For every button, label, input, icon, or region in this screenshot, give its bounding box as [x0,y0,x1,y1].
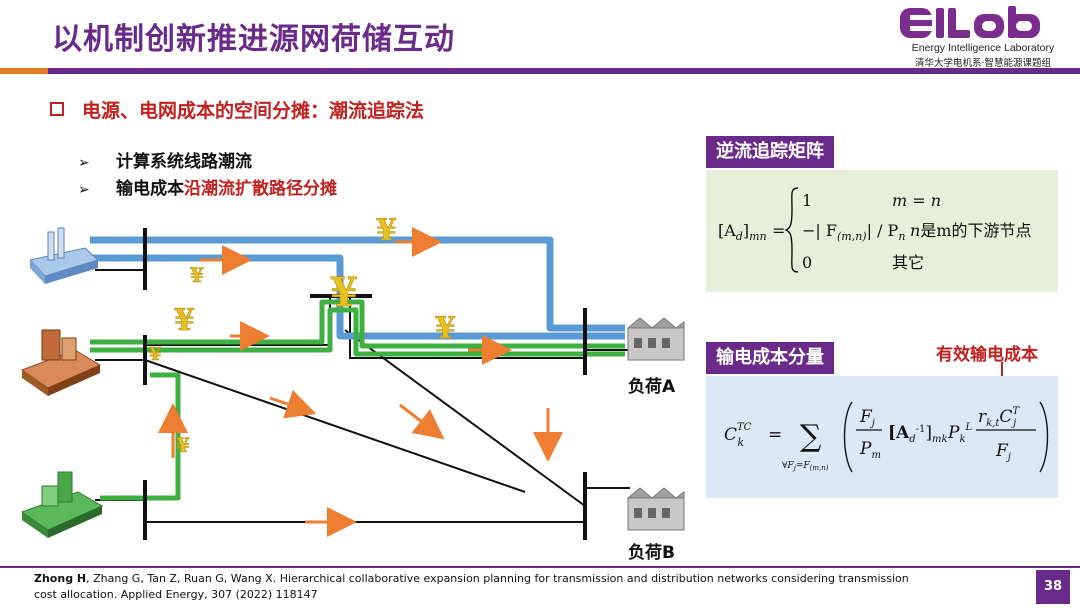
green-flow-path [90,307,625,357]
green-flow-path [100,372,181,501]
yen-icon: ¥ [190,263,204,287]
header-accent [0,68,48,74]
svg-text:0: 0 [802,253,812,272]
svg-text:−| F(m,n)| / Pn: −| F(m,n)| / Pn [802,221,905,243]
svg-text:Fj: Fj [859,407,875,429]
svg-text:m = n: m = n [892,191,941,210]
bullet-list: ➢ 计算系统线路潮流 ➢ 输电成本沿潮流扩散路径分摊 [78,147,337,201]
reference-citation: Zhong H, Zhang G, Tan Z, Ruan G, Wang X.… [34,571,934,603]
load-b-label: 负荷B [628,543,675,563]
arrow-bullet-icon: ➢ [78,155,90,171]
panel-title-reverse-tracing: 逆流追踪矩阵 [706,136,834,168]
footer-divider [0,566,1080,568]
svg-text:n是m的下游节点: n是m的下游节点 [910,221,1032,240]
citation-first-author: Zhong H [34,572,87,585]
reverse-tracing-matrix-box: [Ad]mn = 1 m = n −| F(m,n)| / Pn n是m的下游节… [706,170,1058,292]
brace-icon [784,187,799,273]
power-flow-diagram: ¥ ¥ ¥ ¥ ¥ ¥ ¥ [20,213,685,540]
bullet-item: ➢ 计算系统线路潮流 [78,147,337,174]
line-segment [344,329,586,507]
citation-text: , Zhang G, Tan Z, Ruan G, Wang X. Hierar… [34,572,909,601]
page-title: 以机制创新推进源网荷储互动 [52,22,455,57]
svg-text:∑: ∑ [800,419,822,454]
yen-icon: ¥ [174,303,195,338]
buses [143,228,587,540]
square-bullet-icon [50,102,64,116]
svg-text:[Ad-1]mk: [Ad-1]mk [888,423,948,445]
effective-transmission-cost-label: 有效输电成本 [936,345,1038,365]
bullet-text: 计算系统线路潮流 [116,152,252,172]
blue-flow-path [90,236,625,332]
green-flow [90,299,625,501]
load-icon-b [626,487,685,531]
header-divider [0,68,1080,74]
yen-symbols: ¥ ¥ ¥ ¥ ¥ ¥ ¥ [149,213,456,458]
equals-sign: = [772,221,785,240]
reverse-tracing-formula: [Ad]mn = 1 m = n −| F(m,n)| / Pn n是m的下游节… [718,187,1032,273]
eilab-logo-mark [900,6,1040,38]
arrow-bullet-icon: ➢ [78,182,90,198]
eilab-logo: Energy Intelligence Laboratory 清华大学电机系·智… [894,2,1072,69]
line-segment [144,359,526,493]
svg-text:Fj: Fj [995,441,1011,463]
svg-text:其它: 其它 [892,253,924,272]
load-icon-a [626,317,685,361]
flow-arrow [399,403,445,440]
logo-english-name: Energy Intelligence Laboratory [911,42,1055,54]
yen-icon: ¥ [376,213,397,248]
paren-left-icon [843,401,853,473]
bullet-item: ➢ 输电成本沿潮流扩散路径分摊 [78,174,337,201]
logo-chinese-name: 清华大学电机系·智慧能源课题组 [914,58,1052,69]
svg-text:Pm: Pm [859,439,881,461]
line-segment [145,298,331,346]
svg-text:∀Fj=F(m,n): ∀Fj=F(m,n) [782,461,829,472]
panel-title-cost-component: 输电成本分量 [706,342,834,374]
plant-icon-middle [20,329,102,396]
load-a-label: 负荷A [628,377,676,397]
bullet-text-highlight: 沿潮流扩散路径分摊 [184,179,337,199]
plant-icon-bottom [20,471,104,538]
plant-icon-top [29,227,99,284]
yen-icon: ¥ [149,344,162,365]
yen-icon: ¥ [176,433,190,457]
svg-text:[Ad]mn: [Ad]mn [718,221,767,243]
yen-icon: ¥ [435,311,456,346]
green-flow-path [90,299,625,349]
bullet-text: 输电成本 [116,179,184,199]
paren-right-icon [1039,401,1049,473]
section-heading: 电源、电网成本的空间分摊：潮流追踪法 [50,96,424,123]
section-heading-text: 电源、电网成本的空间分摊：潮流追踪法 [82,100,425,122]
svg-text:=: = [768,425,782,445]
svg-text:1: 1 [802,191,812,210]
flow-arrow [269,389,317,419]
page-number: 38 [1036,570,1070,604]
svg-text:PkL: PkL [947,422,973,445]
yen-icon: ¥ [330,269,358,316]
